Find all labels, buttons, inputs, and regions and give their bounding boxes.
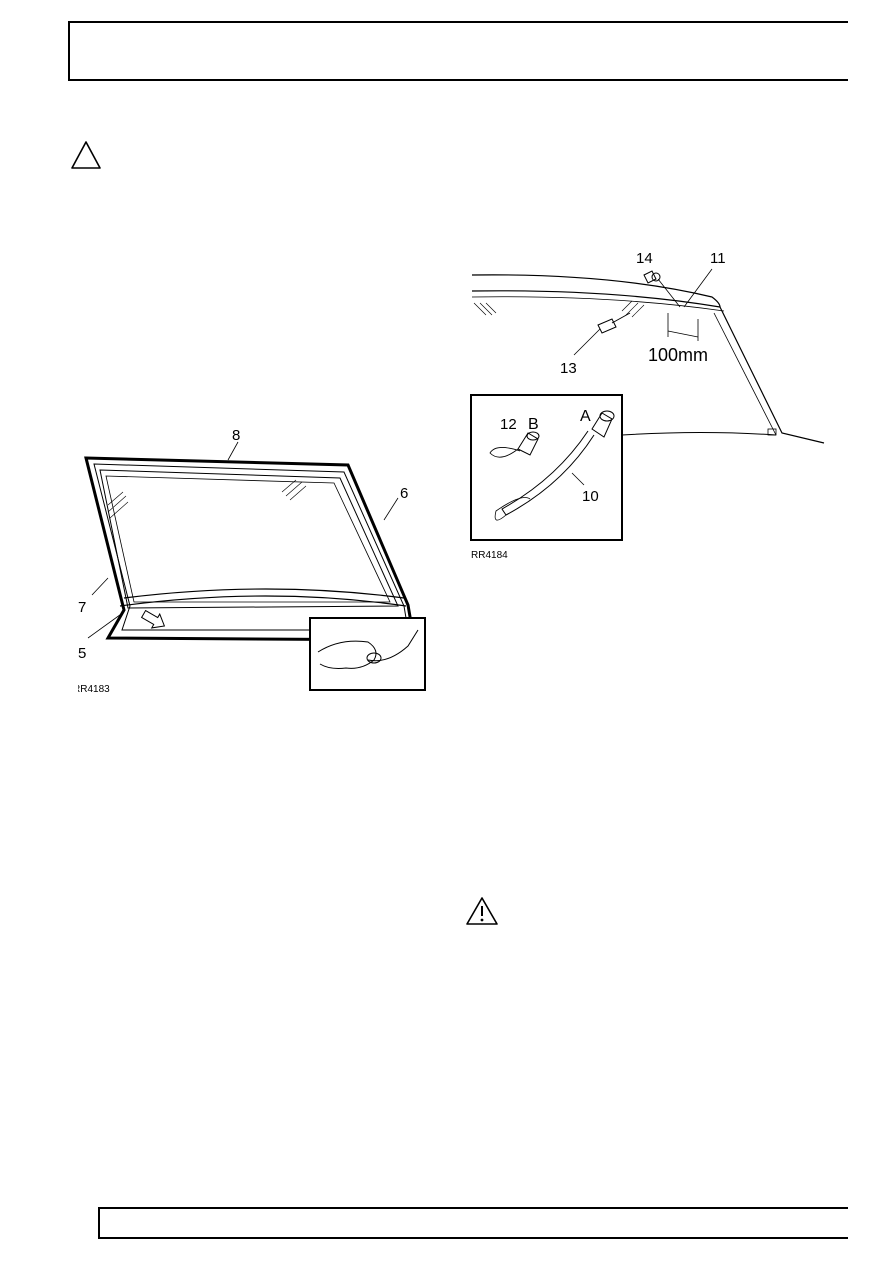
caution-triangle-icon [71, 141, 101, 169]
dimension-label: 100mm [648, 345, 708, 365]
callout-14: 14 [636, 250, 653, 267]
sealant-application-figure: 100mm 14 11 13 A B 12 10 RR4184 [462, 245, 827, 565]
callout-7: 7 [78, 599, 86, 616]
callout-6: 6 [400, 485, 408, 502]
callout-13: 13 [560, 360, 577, 377]
windscreen-seal-figure: 8 6 7 5 RR4183 [73, 420, 433, 700]
warning-triangle-icon [466, 897, 498, 925]
callout-5: 5 [78, 645, 86, 662]
figure-code: RR4183 [78, 684, 110, 695]
callout-b: B [528, 416, 539, 433]
callout-12: 12 [500, 416, 517, 433]
callout-8: 8 [232, 427, 240, 444]
page-header-frame [68, 21, 848, 81]
page-footer-frame [98, 1207, 848, 1239]
figure-code: RR4184 [471, 550, 508, 561]
callout-11: 11 [710, 250, 726, 267]
callout-10: 10 [582, 488, 599, 505]
callout-a: A [580, 408, 591, 425]
